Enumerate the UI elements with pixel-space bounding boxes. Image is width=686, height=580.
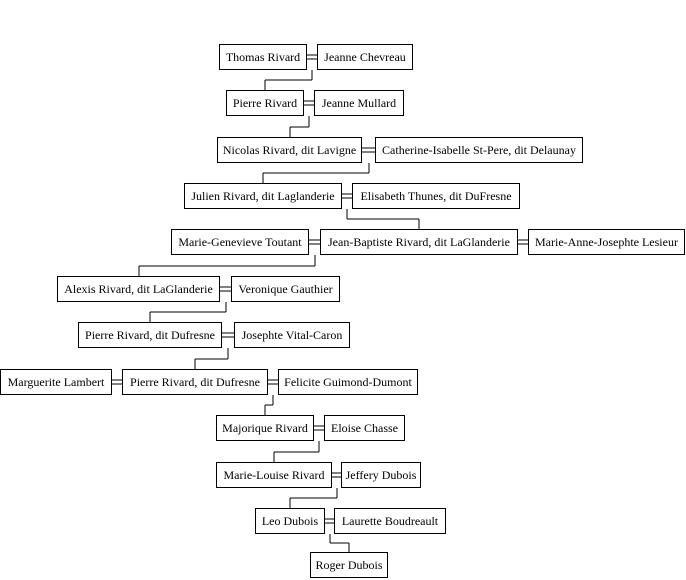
person-box: Majorique Rivard	[216, 415, 314, 441]
person-box: Pierre Rivard, dit Dufresne	[122, 369, 268, 395]
person-box: Josephte Vital-Caron	[234, 322, 350, 348]
person-box: Roger Dubois	[310, 552, 388, 578]
person-box: Julien Rivard, dit Laglanderie	[184, 183, 342, 209]
person-box: Elisabeth Thunes, dit DuFresne	[352, 183, 520, 209]
person-box: Thomas Rivard	[219, 44, 307, 70]
person-box: Marie-Louise Rivard	[216, 462, 332, 488]
person-box: Marguerite Lambert	[0, 369, 112, 395]
person-box: Pierre Rivard, dit Dufresne	[78, 322, 222, 348]
person-box: Catherine-Isabelle St-Pere, dit Delaunay	[375, 137, 583, 163]
person-box: Leo Dubois	[255, 508, 325, 534]
person-box: Laurette Boudreault	[334, 508, 446, 534]
person-box: Alexis Rivard, dit LaGlanderie	[57, 276, 220, 302]
person-box: Felicite Guimond-Dumont	[278, 369, 418, 395]
person-box: Pierre Rivard	[226, 90, 304, 116]
person-box: Marie-Genevieve Toutant	[171, 229, 309, 255]
person-box: Veronique Gauthier	[231, 276, 340, 302]
person-box: Marie-Anne-Josephte Lesieur	[528, 229, 685, 255]
person-box: Jean-Baptiste Rivard, dit LaGlanderie	[320, 229, 518, 255]
person-box: Jeanne Chevreau	[317, 44, 413, 70]
person-box: Nicolas Rivard, dit Lavigne	[217, 137, 362, 163]
person-box: Eloise Chasse	[324, 415, 405, 441]
person-box: Jeanne Mullard	[314, 90, 404, 116]
person-box: Jeffery Dubois	[341, 462, 421, 488]
